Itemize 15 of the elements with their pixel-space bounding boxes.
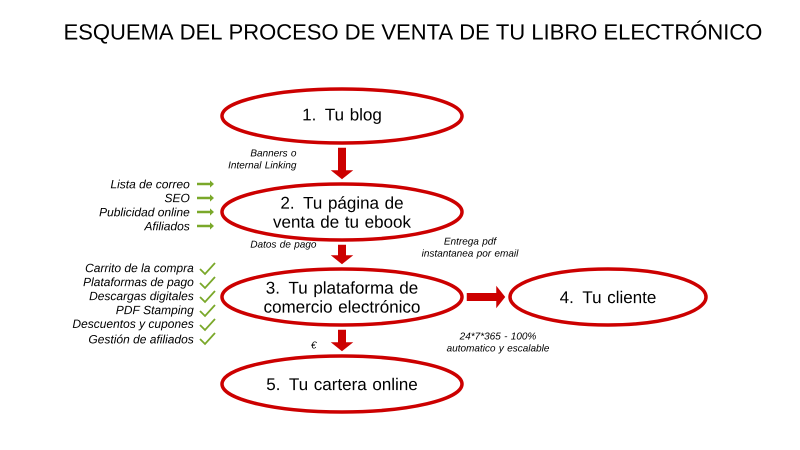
feature-label: Gestión de afiliados	[89, 334, 194, 344]
title: ESQUEMA DEL PROCESO DE VENTA DE TU LIBRO ELECTRÓNICO	[65, 20, 762, 44]
edge-label: Banners o Internal Linking	[228, 150, 296, 170]
feature-label: Carrito de la compra	[86, 263, 194, 275]
feature-label: Lista de correo	[110, 180, 190, 188]
feature-label: Descuentos y cupones	[72, 320, 194, 330]
feature-label: Plataformas de pago	[83, 277, 194, 289]
note: 24*7*365 - 100% automatico y escalable	[446, 332, 550, 354]
feature-label: Publicidad online	[99, 208, 190, 216]
edge-label: Datos de pago	[250, 240, 316, 250]
feature-label: SEO	[164, 194, 190, 202]
feature-label: Afiliados	[144, 222, 190, 230]
feature-label: Descargas digitales	[89, 291, 194, 303]
edge-label: €	[311, 341, 317, 349]
feature-label: PDF Stamping	[116, 305, 194, 317]
